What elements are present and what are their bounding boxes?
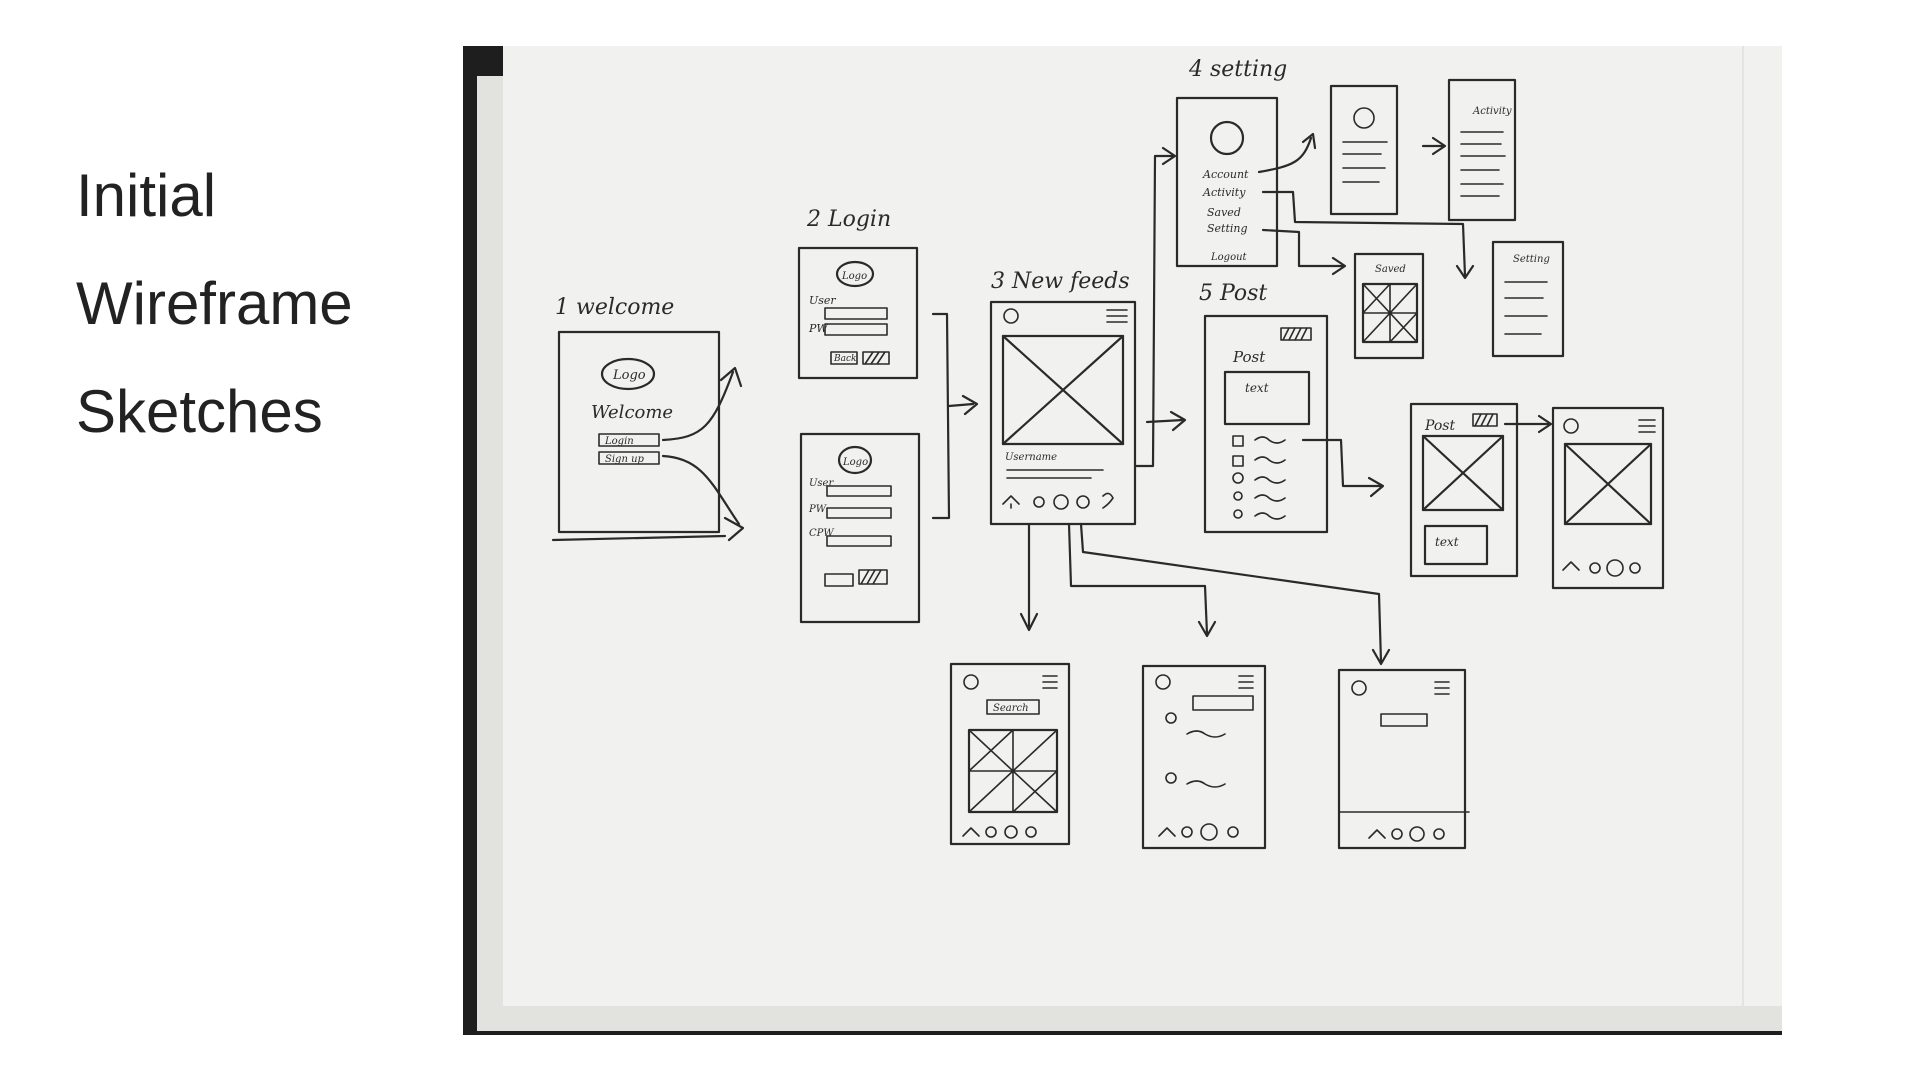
account-screen (1329, 84, 1399, 216)
label-newfeeds: 3 New feeds (991, 269, 1130, 294)
welcome-signup-btn: Sign up (605, 454, 645, 465)
slide-title: Initial Wireframe Sketches (76, 142, 436, 466)
notification-screen (1337, 668, 1470, 850)
post-preview-screen: Post text (1409, 402, 1519, 578)
feed-screen: 3 New feeds Username (989, 269, 1137, 526)
title-line-1: Initial (76, 162, 217, 229)
search-bar: Search (993, 703, 1029, 714)
label-welcome: 1 welcome (555, 295, 674, 320)
subsetting-screen: Setting (1491, 240, 1565, 358)
wireframe-sketch-photo: 1 welcome Logo Welcome Login Sign up 2 L… (463, 46, 1782, 1035)
login-pw-label: PW (808, 322, 829, 335)
activity-title: Activity (1472, 106, 1512, 117)
post-screen: 5 Post Post text (1199, 281, 1329, 534)
chat-screen (1141, 664, 1267, 850)
login-back-btn: Back (833, 354, 856, 364)
post-screen-text: text (1245, 381, 1269, 395)
label-login: 2 Login (806, 207, 891, 232)
post-preview-title: Post (1424, 418, 1455, 434)
welcome-logo: Logo (612, 368, 646, 383)
welcome-screen: 1 welcome Logo Welcome Login Sign up (551, 295, 727, 542)
feed-after-post-screen (1551, 406, 1665, 590)
setting-item-2: Saved (1207, 206, 1241, 219)
title-line-2: Wireframe (76, 270, 353, 337)
register-cpw-label: CPW (809, 528, 834, 539)
label-post: 5 Post (1199, 281, 1267, 306)
register-user-label: User (809, 478, 834, 489)
feed-username: Username (1005, 452, 1057, 463)
sketch-canvas: 1 welcome Logo Welcome Login Sign up 2 L… (477, 46, 1782, 1031)
login-logo: Logo (841, 271, 867, 282)
post-screen-title: Post (1232, 348, 1266, 366)
register-pw-label: PW (808, 504, 827, 515)
login-screen: 2 Login Logo User PW Back Logo User PW C… (797, 207, 921, 624)
saved-screen: Saved (1353, 252, 1425, 360)
activity-screen: Activity (1447, 78, 1517, 222)
setting-item-0: Account (1202, 168, 1249, 181)
setting-item-3: Setting (1207, 222, 1248, 235)
post-preview-text: text (1435, 535, 1459, 549)
setting-item-1: Activity (1202, 186, 1246, 199)
title-line-3: Sketches (76, 378, 323, 445)
setting-item-4: Logout (1210, 252, 1248, 263)
paper-sheet (503, 46, 1782, 1006)
subsetting-title: Setting (1513, 254, 1550, 265)
setting-screen: 4 setting Account Activity Saved Setting… (1175, 57, 1287, 268)
register-logo: Logo (842, 457, 868, 468)
label-setting: 4 setting (1188, 57, 1287, 82)
welcome-login-btn: Login (604, 436, 634, 447)
saved-title: Saved (1375, 264, 1406, 275)
login-user-label: User (809, 294, 836, 307)
welcome-heading: Welcome (591, 402, 673, 423)
search-screen: Search (949, 662, 1071, 846)
